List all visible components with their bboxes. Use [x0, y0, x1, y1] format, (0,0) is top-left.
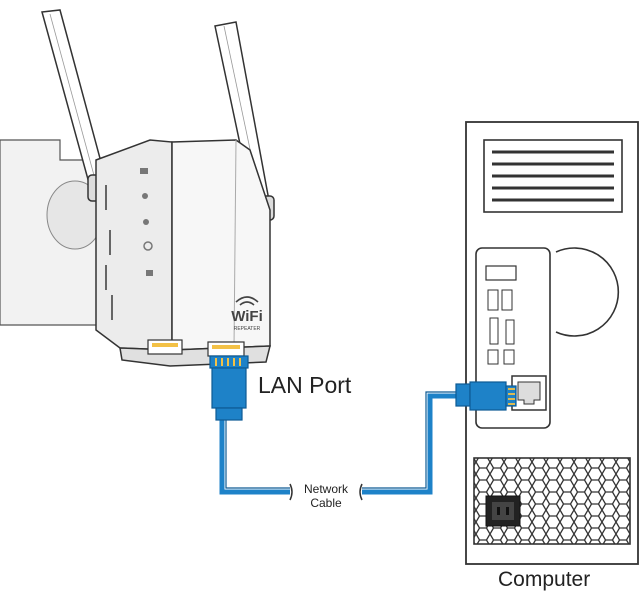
network-cable-label: Network Cable: [296, 482, 356, 510]
computer-lan-port: [511, 375, 547, 411]
computer-case: [465, 121, 639, 565]
lan-port-label: LAN Port: [258, 372, 352, 398]
wifi-logo: WiFi REPEATER: [231, 296, 263, 332]
network-cable-label-line1: Network: [303, 482, 348, 496]
wifi-logo-subtext: REPEATER: [234, 326, 261, 332]
top-vent: [483, 139, 623, 213]
network-cable-label-line2: Cable: [310, 496, 342, 510]
wifi-repeater: [95, 139, 271, 367]
wifi-logo-text: WiFi: [231, 308, 263, 325]
rj45-connector-repeater: [209, 355, 249, 421]
computer-label: Computer: [498, 568, 591, 591]
rj45-connector-computer: [455, 381, 517, 411]
psu-vent: [473, 457, 631, 545]
fan-grille: [555, 247, 620, 337]
network-cable: [219, 391, 458, 501]
repeater-lan-socket: [147, 339, 245, 357]
